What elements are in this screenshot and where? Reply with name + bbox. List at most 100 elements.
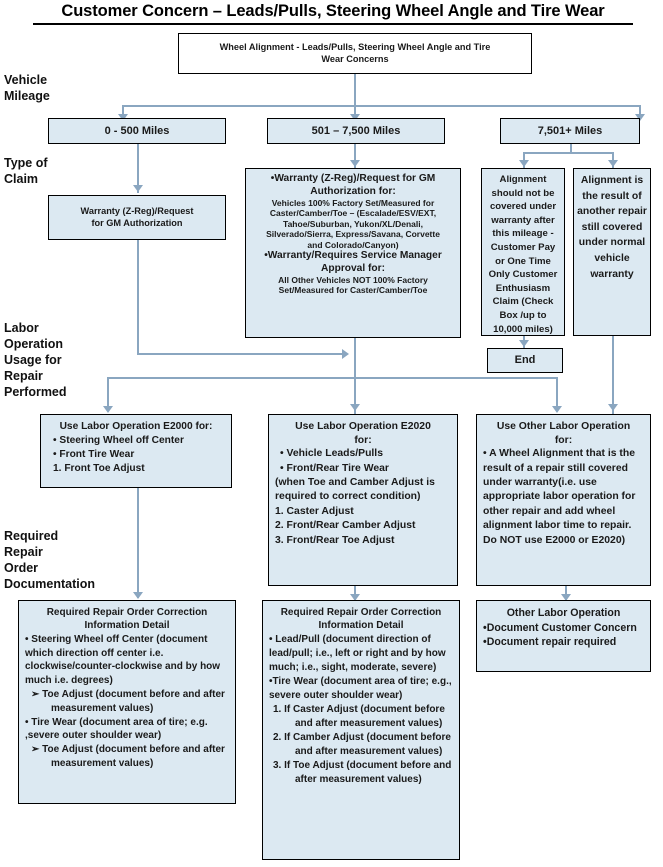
claim-box-high-not-covered[interactable]: Alignment should not be covered under wa…: [481, 168, 565, 336]
connector-e2020-down: [354, 586, 356, 600]
start-box: Wheel Alignment - Leads/Pulls, Steering …: [178, 33, 532, 74]
claim-mid-bullet1: •Warranty (Z-Reg)/Request for GM: [270, 173, 436, 184]
doc-box-right[interactable]: Other Labor Operation •Document Customer…: [476, 600, 651, 672]
connector-labor-bus: [107, 377, 557, 379]
labor-e2020-numbered-1: 2. Front/Rear Camber Adjust: [275, 520, 416, 532]
arrow-otherrepair-to-other-labor: [608, 404, 618, 411]
doc-mid-numbered-1: 2. If Camber Adjust (document before and…: [273, 731, 451, 757]
mileage-box-501-7500-label: 501 – 7,500 Miles: [311, 124, 401, 137]
arrow-high-to-otherrepair: [608, 160, 618, 167]
labor-box-e2020[interactable]: Use Labor Operation E2020 for: • Vehicle…: [268, 414, 458, 586]
mileage-box-7501-plus[interactable]: 7,501+ Miles: [500, 118, 640, 144]
arrow-warranty-into-trunk: [342, 349, 349, 359]
stage-label-labor-operation: Labor Operation Usage for Repair Perform…: [4, 321, 67, 399]
claim-mid-bullet2-cont: Approval for:: [321, 262, 385, 274]
start-box-line2: Wear Concerns: [321, 53, 389, 64]
connector-labor-left-drop: [107, 377, 109, 410]
stage-label-type-of-claim: Type of Claim: [4, 156, 48, 186]
claim-mid-detail1-4: and Colorado/Canyon): [307, 239, 399, 250]
doc-mid-line-0: • Lead/Pull (document direction of lead/…: [269, 633, 446, 673]
labor-e2020-header1: Use Labor Operation E2020: [295, 421, 431, 432]
mileage-box-0-500-label: 0 - 500 Miles: [104, 124, 170, 137]
start-box-line1: Wheel Alignment - Leads/Pulls, Steering …: [219, 42, 491, 53]
labor-other-body: • A Wheel Alignment that is the result o…: [483, 448, 636, 546]
arrow-to-doc-right: [561, 594, 571, 601]
labor-e2020-numbered-2: 3. Front/Rear Toe Adjust: [275, 534, 395, 546]
claim-box-low-mileage[interactable]: Warranty (Z-Reg)/Request for GM Authoriz…: [48, 195, 226, 240]
labor-e2020-header2: for:: [354, 434, 372, 446]
arrow-to-e2000: [103, 406, 113, 413]
doc-left-line-2: • Tire Wear (document area of tire; e.g.…: [25, 716, 208, 742]
connector-start-down: [354, 73, 356, 106]
doc-mid-header1: Required Repair Order Correction: [280, 607, 442, 618]
arrow-high-to-noncover: [519, 160, 529, 167]
arrow-low-to-claim: [133, 185, 143, 192]
doc-left-header2: Information Detail: [84, 620, 170, 632]
doc-left-header1: Required Repair Order Correction: [46, 607, 208, 618]
claim-mid-detail1-2: Tahoe/Suburban, Yukon/XL/Denali,: [283, 218, 423, 229]
labor-e2020-item-1: • Front/Rear Tire Wear: [280, 462, 389, 474]
labor-e2000-item-2: 1. Front Toe Adjust: [53, 463, 145, 474]
labor-other-header1: Use Other Labor Operation: [496, 421, 631, 432]
doc-right-line-0: •Document Customer Concern: [483, 621, 637, 634]
arrow-to-doc-left: [133, 592, 143, 599]
doc-mid-numbered-2: 3. If Toe Adjust (document before and af…: [273, 759, 452, 785]
doc-box-left[interactable]: Required Repair Order Correction Informa…: [18, 600, 236, 804]
arrow-to-end: [519, 340, 529, 347]
arrow-mid-to-claim: [350, 160, 360, 167]
claim-high-left-text: Alignment should not be covered under wa…: [488, 174, 558, 335]
stage-label-required-documentation: Required Repair Order Documentation: [4, 529, 95, 591]
doc-mid-header2: Information Detail: [318, 620, 404, 632]
claim-box-mid-mileage[interactable]: •Warranty (Z-Reg)/Request for GM Authori…: [245, 168, 461, 338]
mileage-box-7501-plus-label: 7,501+ Miles: [537, 124, 603, 137]
labor-box-other[interactable]: Use Other Labor Operation for: • A Wheel…: [476, 414, 651, 586]
labor-e2020-item-2: (when Toe and Camber Adjust is required …: [275, 477, 435, 503]
labor-other-header2: for:: [554, 434, 573, 446]
connector-labor-right-drop: [556, 377, 558, 410]
claim-mid-detail2-1: Set/Measured for Caster/Camber/Toe: [278, 285, 428, 296]
arrow-to-mileage-mid: [350, 114, 360, 121]
claim-mid-detail1-3: Silverado/Sierra, Express/Savana, Corvet…: [266, 229, 440, 240]
connector-otherrepair-down: [612, 336, 614, 414]
connector-other-labor-down: [565, 586, 567, 600]
doc-left-line-0: • Steering Wheel off Center (document wh…: [25, 633, 221, 687]
doc-left-line-3: ➢ Toe Adjust (document before and after …: [31, 744, 225, 769]
connector-mileage-right-drop: [639, 105, 641, 116]
claim-low-line1: Warranty (Z-Reg)/Request: [80, 206, 194, 217]
claim-low-line2: for GM Authorization: [91, 217, 183, 228]
arrow-to-mileage-low: [118, 114, 128, 121]
claim-mid-detail2-0: All Other Vehicles NOT 100% Factory: [278, 275, 428, 286]
connector-mid-to-claim: [354, 144, 356, 168]
mileage-box-0-500[interactable]: 0 - 500 Miles: [48, 118, 226, 144]
connector-mileage-mid-drop: [354, 105, 356, 116]
claim-mid-bullet1-cont: Authorization for:: [310, 185, 396, 197]
labor-box-e2000[interactable]: Use Labor Operation E2000 for: • Steerin…: [40, 414, 232, 488]
end-box-label: End: [514, 354, 536, 366]
doc-box-middle[interactable]: Required Repair Order Correction Informa…: [262, 600, 460, 860]
connector-mileage-left-drop: [122, 105, 124, 116]
connector-low-to-claim: [137, 144, 139, 193]
claim-mid-detail1-0: Vehicles 100% Factory Set/Measured for: [271, 198, 435, 208]
arrow-to-other-labor: [552, 406, 562, 413]
labor-e2000-item-0: • Steering Wheel off Center: [53, 435, 184, 446]
connector-e2000-down: [137, 488, 139, 598]
claim-mid-bullet2: •Warranty/Requires Service Manager: [264, 250, 442, 262]
connector-high-split-bus: [523, 152, 613, 154]
labor-e2000-header: Use Labor Operation E2000 for:: [59, 421, 213, 432]
page-title: Customer Concern – Leads/Pulls, Steering…: [33, 2, 633, 25]
labor-e2020-numbered-0: 1. Caster Adjust: [275, 505, 354, 517]
mileage-box-501-7500[interactable]: 501 – 7,500 Miles: [267, 118, 445, 144]
claim-box-high-other-repair[interactable]: Alignment is the result of another repai…: [573, 168, 651, 336]
claim-mid-detail1-1: Caster/Camber/Toe – (Escalade/ESV/EXT,: [269, 208, 437, 219]
arrow-to-e2020: [350, 404, 360, 411]
stage-label-vehicle-mileage: Vehicle Mileage: [4, 73, 50, 103]
connector-warranty-down: [137, 240, 139, 354]
labor-e2000-item-1: • Front Tire Wear: [53, 449, 135, 460]
connector-mileage-bus: [122, 105, 640, 107]
end-box[interactable]: End: [487, 348, 563, 373]
doc-mid-numbered-0: 1. If Caster Adjust (document before and…: [273, 703, 445, 729]
doc-right-header: Other Labor Operation: [506, 607, 621, 619]
connector-high-down-stub: [570, 144, 572, 153]
doc-left-line-1: ➢ Toe Adjust (document before and after …: [31, 689, 225, 714]
